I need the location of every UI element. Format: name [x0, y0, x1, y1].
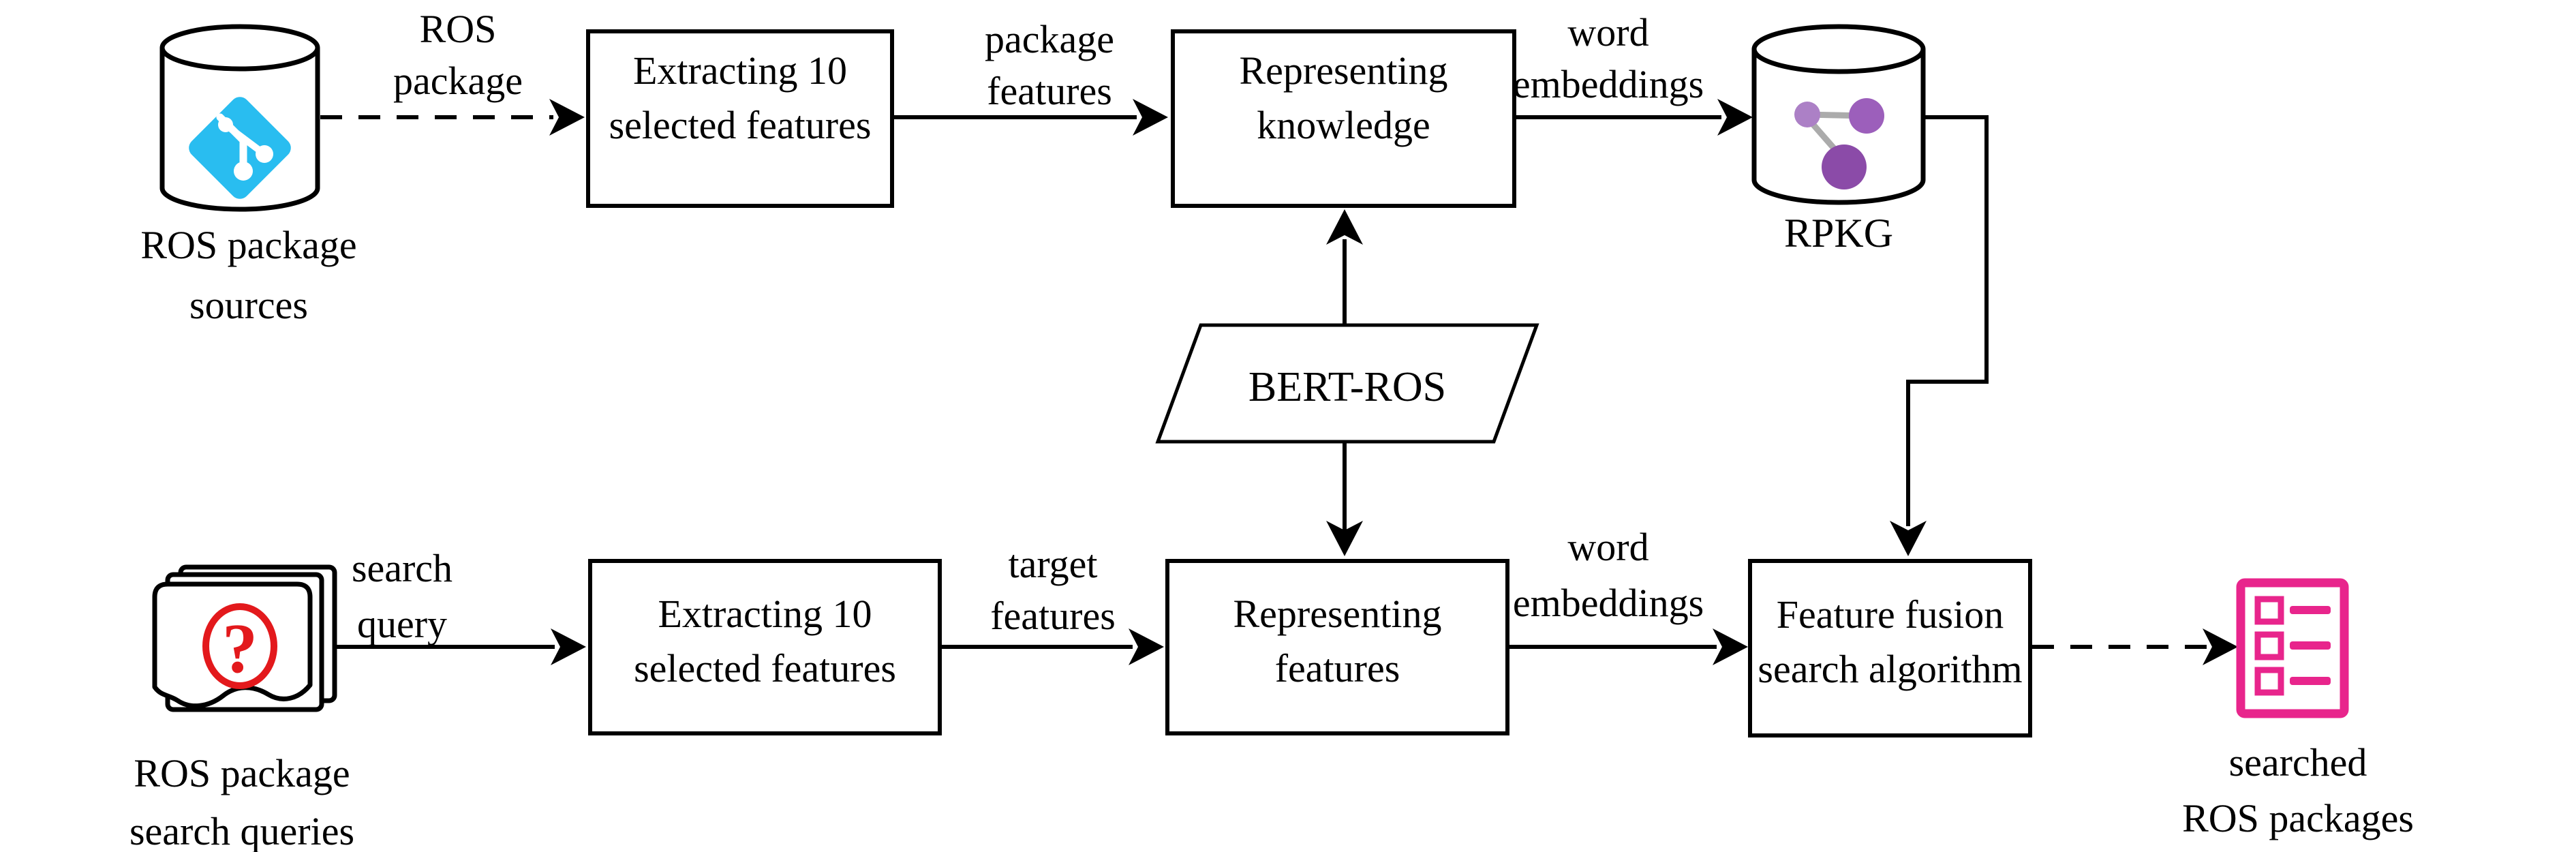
node-label: selected features — [634, 645, 896, 690]
caption-search-queries: ROS package search queries — [129, 751, 355, 852]
arrow-bertros-down — [1326, 442, 1363, 556]
node-label: Extracting 10 — [658, 591, 872, 636]
arrow-target-features — [942, 628, 1164, 665]
node-representing-knowledge: Representing knowledge — [1171, 29, 1516, 208]
node-label: Representing — [1239, 48, 1448, 93]
node-label: Feature fusion — [1776, 592, 2004, 637]
arrow-word-embeddings-top — [1516, 99, 1753, 136]
arrow-word-embeddings-bottom — [1509, 628, 1748, 665]
node-representing-features: Representing features — [1165, 559, 1509, 735]
node-label: search algorithm — [1758, 647, 2023, 691]
node-bert-ros-label: BERT-ROS — [1248, 364, 1447, 410]
node-label: selected features — [609, 103, 872, 147]
edge-label-package-features: package features — [985, 17, 1114, 113]
knowledge-graph-icon — [1794, 98, 1884, 189]
caption-ros-package-sources: ROS package sources — [140, 223, 357, 327]
edge-label-word-embeddings-bottom: word embeddings — [1512, 525, 1704, 625]
arrow-ros-package — [320, 99, 585, 136]
node-extract-features-top: Extracting 10 selected features — [586, 29, 894, 208]
bert-ros-parallelogram — [1155, 323, 1539, 444]
edge-label-target-features: target features — [990, 542, 1116, 638]
arrow-bertros-up — [1326, 209, 1363, 325]
node-extract-features-bottom: Extracting 10 selected features — [588, 559, 942, 735]
results-checklist-icon — [2236, 578, 2349, 718]
node-label: Extracting 10 — [632, 48, 848, 93]
svg-text:?: ? — [222, 609, 258, 688]
git-branch-icon — [189, 97, 291, 199]
node-label: knowledge — [1257, 103, 1430, 147]
caption-rpkg: RPKG — [1783, 211, 1894, 256]
arrow-package-features — [894, 99, 1168, 136]
question-mark-icon: ? — [202, 603, 277, 689]
node-label: features — [1274, 645, 1400, 690]
edge-label-ros-package: ROS package — [393, 7, 523, 103]
rpkg-database-cylinder — [1751, 24, 1926, 205]
edge-label-search-query: search query — [351, 546, 453, 646]
sources-database-cylinder — [159, 24, 320, 212]
node-feature-fusion: Feature fusion search algorithm — [1748, 559, 2032, 737]
edge-label-word-embeddings-top: word embeddings — [1512, 10, 1704, 106]
connector-rpkg-to-fusion — [1890, 115, 1989, 556]
arrow-searched-packages — [2032, 628, 2238, 665]
caption-searched-packages: searched ROS packages — [2182, 740, 2414, 840]
search-queries-pages-icon: ? — [152, 564, 337, 712]
arrow-search-query — [336, 628, 586, 665]
node-label: Representing — [1233, 591, 1442, 636]
